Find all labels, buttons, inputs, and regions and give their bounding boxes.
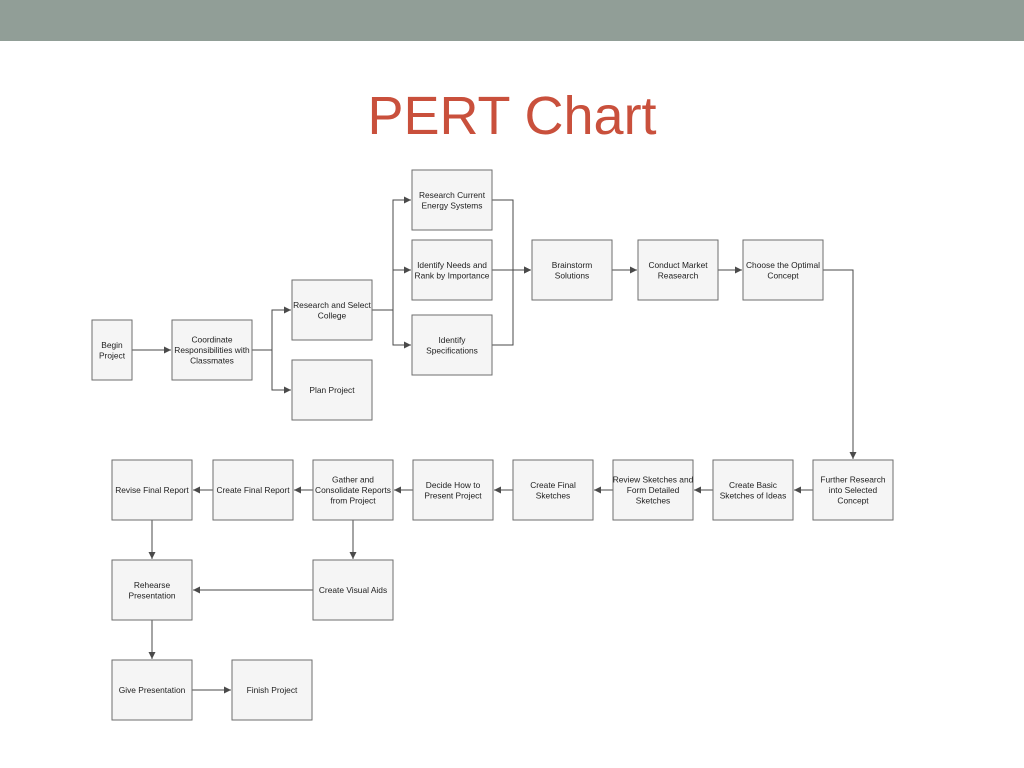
- edge-research-energy-to-brainstorm: [492, 199, 531, 274]
- node-label-line: Form Detailed: [627, 485, 680, 495]
- node-label-line: Choose the Optimal: [746, 260, 820, 270]
- node-label-line: Specifications: [426, 345, 478, 355]
- node-box: [111, 659, 193, 721]
- top-banner: [0, 0, 1024, 41]
- node-label-line: from Project: [330, 496, 376, 506]
- node-label-line: College: [318, 310, 347, 320]
- node-label-line: Reasearch: [658, 270, 699, 280]
- node-label-line: Create Final Report: [216, 485, 290, 495]
- edge-identify-specs-to-brainstorm: [492, 266, 531, 346]
- node-box: [637, 239, 719, 301]
- node-label-line: Concept: [767, 270, 799, 280]
- node-label-line: Energy Systems: [422, 200, 483, 210]
- node-label-line: Consolidate Reports: [315, 485, 391, 495]
- node-give-presentation: Give Presentation: [111, 659, 193, 721]
- node-label-line: Project: [99, 350, 126, 360]
- node-box: [171, 319, 253, 381]
- node-label-line: Responsibilities with: [174, 345, 250, 355]
- node-label-line: Give Presentation: [119, 685, 186, 695]
- node-box: [212, 459, 294, 521]
- node-label-line: Begin: [101, 340, 123, 350]
- node-box: [531, 239, 613, 301]
- node-finish-project: Finish Project: [231, 659, 313, 721]
- node-box: [111, 459, 193, 521]
- node-box: [712, 459, 794, 521]
- node-plan-project: Plan Project: [291, 359, 373, 421]
- node-label-line: Presentation: [128, 590, 175, 600]
- node-label-line: Sketches: [536, 490, 570, 500]
- node-label-line: Create Basic: [729, 480, 777, 490]
- slide-title: PERT Chart: [367, 86, 657, 146]
- node-box: [291, 359, 373, 421]
- node-label-line: into Selected: [829, 485, 878, 495]
- node-label-line: Brainstorm: [552, 260, 593, 270]
- node-label-line: Review Sketches and: [613, 475, 694, 485]
- node-box: [111, 559, 193, 621]
- node-label-line: Sketches: [636, 496, 670, 506]
- node-box: [412, 459, 494, 521]
- node-label-line: Create Final: [530, 480, 576, 490]
- node-label-line: Conduct Market: [648, 260, 708, 270]
- node-label-line: Concept: [837, 496, 869, 506]
- edge-coordinate-to-research-college: [252, 306, 291, 351]
- node-label-line: Identify Needs and: [417, 260, 487, 270]
- node-label-line: Research and Select: [293, 300, 371, 310]
- node-label-line: Present Project: [424, 490, 482, 500]
- node-box: [411, 314, 493, 376]
- node-label-line: Rehearse: [134, 580, 171, 590]
- edges-layer: [132, 196, 857, 694]
- node-box: [312, 459, 394, 521]
- node-label-line: Identify: [438, 335, 466, 345]
- node-label-line: Rank by Importance: [415, 270, 490, 280]
- node-create-final-report: Create Final Report: [212, 459, 294, 521]
- edge-coordinate-to-plan-project: [252, 349, 291, 394]
- node-label-line: Gather and: [332, 475, 374, 485]
- node-label-line: Revise Final Report: [115, 485, 189, 495]
- edge-optimal-concept-to-further-research: [823, 269, 857, 459]
- edge-research-college-to-identify-needs: [372, 266, 411, 311]
- edge-research-college-to-research-energy: [372, 196, 411, 311]
- node-create-visual-aids: Create Visual Aids: [312, 559, 394, 621]
- node-box: [512, 459, 594, 521]
- node-label-line: Sketches of Ideas: [720, 490, 787, 500]
- edge-research-college-to-identify-specs: [372, 309, 411, 349]
- node-label-line: Coordinate: [192, 335, 233, 345]
- node-label-line: Classmates: [190, 356, 234, 366]
- node-label-line: Decide How to: [426, 480, 481, 490]
- node-label-line: Finish Project: [247, 685, 298, 695]
- node-box: [411, 239, 493, 301]
- node-revise-final-report: Revise Final Report: [111, 459, 193, 521]
- node-label-line: Solutions: [555, 270, 589, 280]
- node-box: [312, 559, 394, 621]
- node-label-line: Further Research: [820, 475, 886, 485]
- node-box: [231, 659, 313, 721]
- node-label-line: Research Current: [419, 190, 486, 200]
- node-box: [411, 169, 493, 231]
- node-box: [91, 319, 133, 381]
- node-box: [612, 459, 694, 521]
- node-box: [812, 459, 894, 521]
- node-label-line: Create Visual Aids: [319, 585, 387, 595]
- node-box: [291, 279, 373, 341]
- node-box: [742, 239, 824, 301]
- node-label-line: Plan Project: [309, 385, 355, 395]
